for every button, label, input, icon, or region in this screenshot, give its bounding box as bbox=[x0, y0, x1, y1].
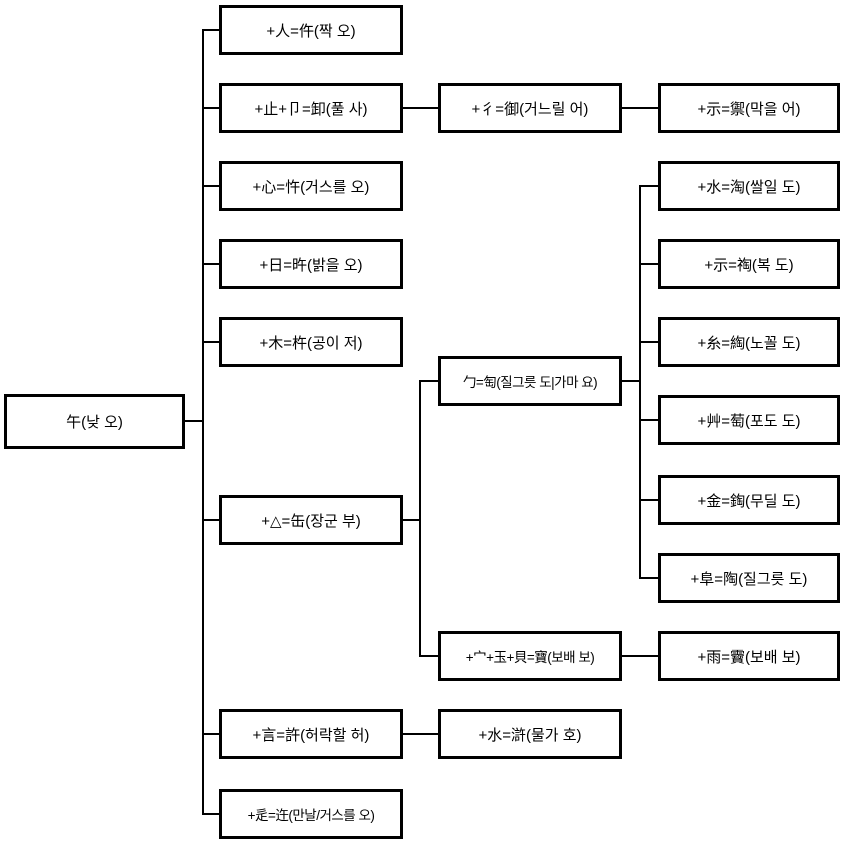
connector-line bbox=[421, 655, 438, 657]
node-label: 午(낮 오) bbox=[66, 414, 123, 431]
node-label: +△=缶(장군 부) bbox=[261, 512, 361, 530]
connector-line bbox=[204, 341, 219, 343]
node-label: +艸=萄(포도 도) bbox=[697, 412, 801, 430]
node-l1-1: +人=仵(짝 오) bbox=[219, 5, 403, 55]
node-l2-3: +宀+玉+貝=寶(보배 보) bbox=[438, 631, 622, 681]
connector-line bbox=[641, 419, 658, 421]
node-l3-2: +水=淘(쌀일 도) bbox=[658, 161, 840, 211]
connector-line bbox=[421, 380, 438, 382]
node-label: +水=滸(물가 호) bbox=[478, 726, 582, 744]
node-label: +示=祹(복 도) bbox=[704, 256, 794, 274]
connector-root-trunk bbox=[184, 420, 204, 422]
connector-line bbox=[204, 733, 219, 735]
node-label: +止+卩=卸(풀 사) bbox=[254, 100, 368, 118]
node-l1-4: +日=旿(밝을 오) bbox=[219, 239, 403, 289]
node-l2-4: +水=滸(물가 호) bbox=[438, 709, 622, 759]
node-label: +木=杵(공이 저) bbox=[259, 334, 363, 352]
node-l2-1: +彳=御(거느릴 어) bbox=[438, 83, 622, 133]
connector-line bbox=[402, 107, 438, 109]
connector-line bbox=[621, 655, 658, 657]
connector-line bbox=[641, 499, 658, 501]
node-label: +言=許(허락할 허) bbox=[252, 726, 370, 744]
node-l3-6: +金=鋾(무딜 도) bbox=[658, 475, 840, 525]
branch-line bbox=[419, 380, 421, 657]
node-label: +心=忤(거스를 오) bbox=[252, 178, 370, 196]
node-label: +彳=御(거느릴 어) bbox=[471, 100, 589, 118]
node-label: +宀+玉+貝=寶(보배 보) bbox=[465, 650, 595, 665]
connector-line bbox=[204, 813, 219, 815]
node-label: +辵=迕(만날/거스를 오) bbox=[247, 808, 375, 823]
connector-line bbox=[402, 733, 438, 735]
node-l3-7: +阜=陶(질그릇 도) bbox=[658, 553, 840, 603]
node-label: +阜=陶(질그릇 도) bbox=[690, 570, 808, 588]
node-root: 午(낮 오) bbox=[4, 394, 185, 449]
node-l3-4: +糸=綯(노꼴 도) bbox=[658, 317, 840, 367]
node-l3-5: +艸=萄(포도 도) bbox=[658, 395, 840, 445]
node-label: +雨=靌(보배 보) bbox=[697, 648, 801, 666]
connector-line bbox=[621, 107, 658, 109]
connector-line bbox=[204, 263, 219, 265]
node-l3-3: +示=祹(복 도) bbox=[658, 239, 840, 289]
connector-line bbox=[621, 380, 641, 382]
node-l1-3: +心=忤(거스를 오) bbox=[219, 161, 403, 211]
node-l2-2: 勹=匋(질그릇 도|가마 요) bbox=[438, 356, 622, 406]
node-l3-8: +雨=靌(보배 보) bbox=[658, 631, 840, 681]
connector-line bbox=[204, 185, 219, 187]
node-l1-2: +止+卩=卸(풀 사) bbox=[219, 83, 403, 133]
node-l1-5: +木=杵(공이 저) bbox=[219, 317, 403, 367]
node-label: +糸=綯(노꼴 도) bbox=[697, 334, 801, 352]
node-label: 勹=匋(질그릇 도|가마 요) bbox=[462, 375, 598, 390]
connector-line bbox=[204, 519, 219, 521]
node-label: +水=淘(쌀일 도) bbox=[697, 178, 801, 196]
node-label: +人=仵(짝 오) bbox=[266, 22, 356, 40]
node-l3-1: +示=禦(막을 어) bbox=[658, 83, 840, 133]
connector-line bbox=[641, 263, 658, 265]
node-label: +金=鋾(무딜 도) bbox=[697, 492, 801, 510]
connector-line bbox=[641, 341, 658, 343]
node-l1-8: +辵=迕(만날/거스를 오) bbox=[219, 789, 403, 839]
connector-line bbox=[204, 29, 219, 31]
node-label: +示=禦(막을 어) bbox=[697, 100, 801, 118]
node-l1-6: +△=缶(장군 부) bbox=[219, 495, 403, 545]
branch-line bbox=[639, 185, 641, 579]
connector-line bbox=[641, 185, 658, 187]
node-l1-7: +言=許(허락할 허) bbox=[219, 709, 403, 759]
connector-line bbox=[204, 107, 219, 109]
node-label: +日=旿(밝을 오) bbox=[259, 256, 363, 274]
connector-line bbox=[641, 577, 658, 579]
connector-line bbox=[402, 519, 421, 521]
trunk-line bbox=[202, 29, 204, 815]
